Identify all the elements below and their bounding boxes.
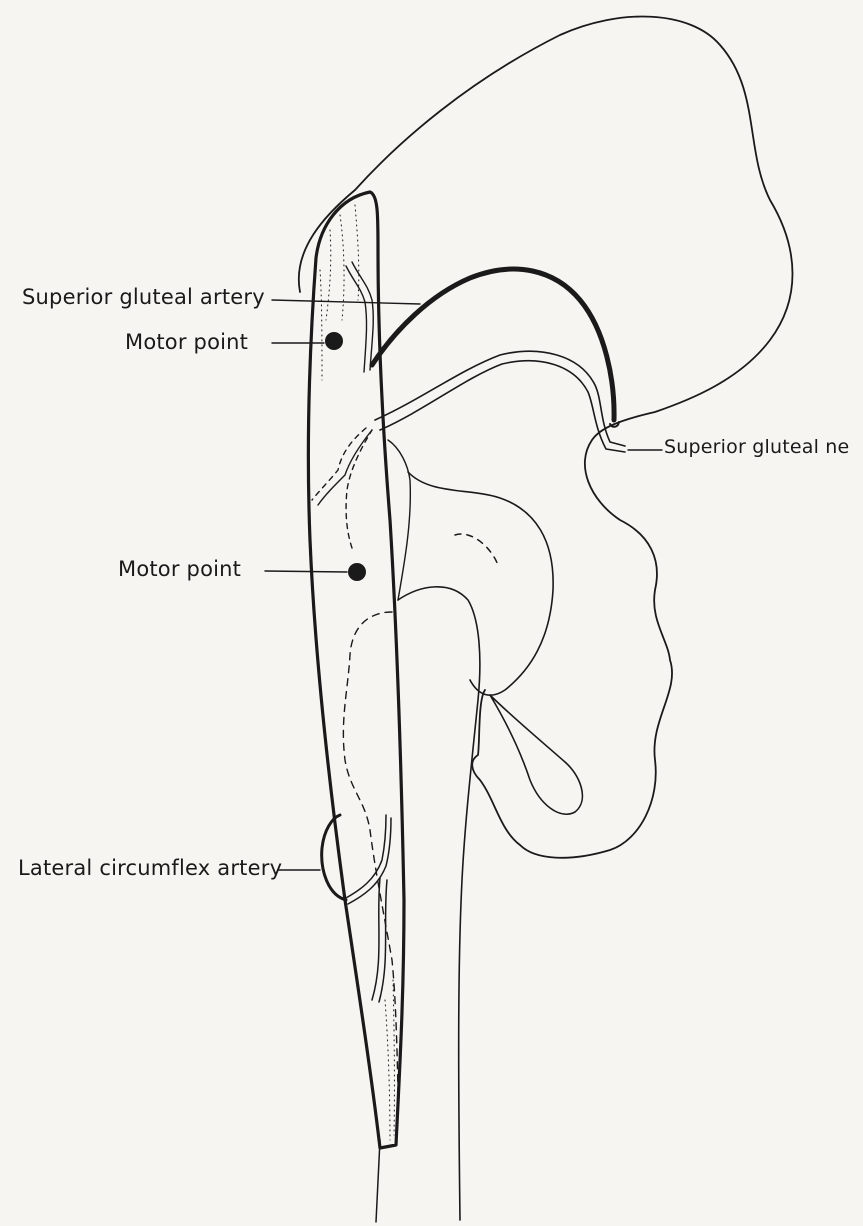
- femoral-contour-dashed: [343, 612, 398, 1090]
- motor-point-upper-dot: [325, 332, 343, 350]
- leader-superior-gluteal-artery: [272, 300, 420, 304]
- label-motor-point-upper: Motor point: [125, 330, 248, 354]
- lateral-circumflex-descending: [372, 878, 380, 1000]
- artery-branch-middle-b: [312, 428, 366, 500]
- femur-outline: [398, 587, 480, 1220]
- artery-branch-middle: [318, 430, 372, 505]
- label-motor-point-lower: Motor point: [118, 557, 241, 581]
- label-lateral-circumflex-artery: Lateral circumflex artery: [18, 856, 282, 880]
- label-superior-gluteal-nerve: Superior gluteal ne: [664, 436, 849, 458]
- femur-shaft-left: [376, 1140, 380, 1222]
- label-superior-gluteal-artery: Superior gluteal artery: [22, 285, 265, 309]
- motor-point-lower-dot: [348, 563, 366, 581]
- tensor-fasciae-latae-muscle: [308, 192, 404, 1148]
- artery-branch-upper: [352, 262, 373, 370]
- acetabulum-dash: [455, 534, 498, 565]
- obturator-foramen: [490, 695, 582, 814]
- superior-gluteal-artery-vessel: [372, 269, 614, 420]
- leader-motor-point-lower: [265, 571, 347, 572]
